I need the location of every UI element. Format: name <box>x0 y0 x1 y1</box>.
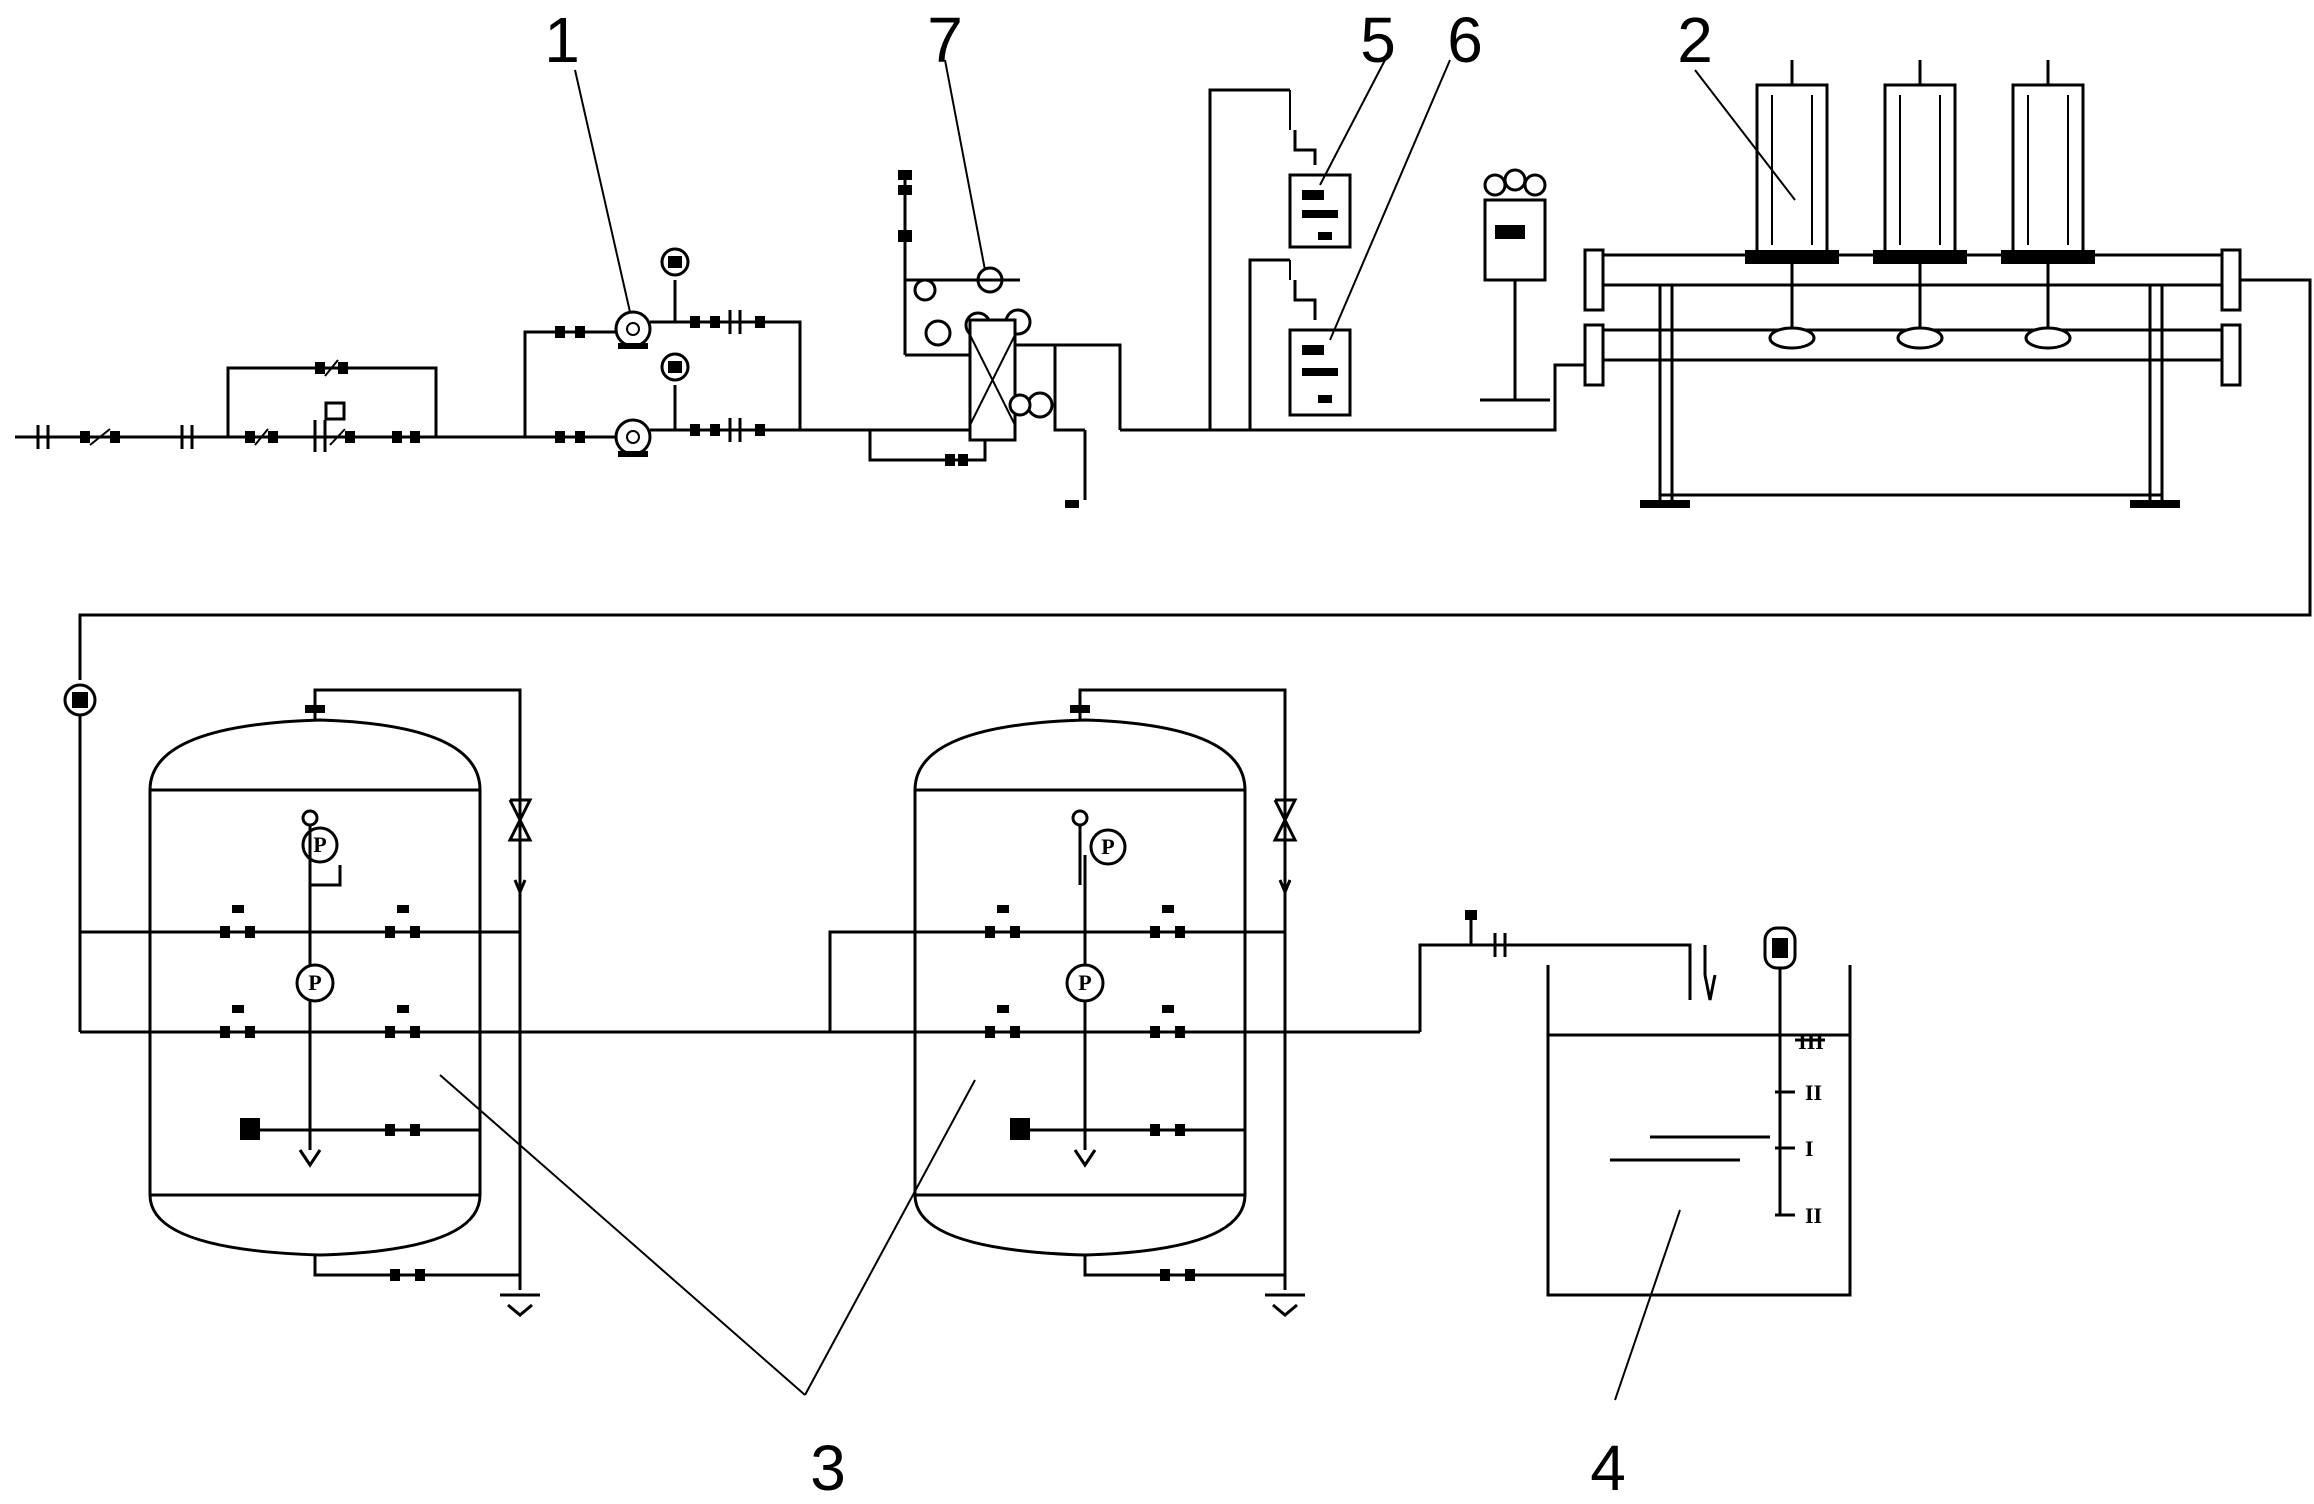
main-line-to-filters <box>1120 88 1590 432</box>
level-mark-middle: I <box>1805 1136 1814 1161</box>
level-mark-top: III <box>1798 1029 1824 1054</box>
level-mark-bottom: II <box>1805 1203 1822 1228</box>
pump-upper-icon <box>614 310 652 348</box>
callout-5: 5 <box>1360 4 1396 76</box>
dosing-unit <box>800 170 1122 508</box>
callout-labels: 1 2 3 4 5 6 7 <box>544 4 1713 1504</box>
pressure-gauge-label: P <box>1078 970 1091 995</box>
leader-lines <box>439 59 1796 1401</box>
filter-tank-1: P P <box>80 688 540 1317</box>
level-mark-upper: II <box>1805 1080 1822 1105</box>
pressure-gauge-label: P <box>1101 834 1114 859</box>
filter-unit-2 <box>1873 60 1967 350</box>
callout-3: 3 <box>810 1432 846 1504</box>
filter-unit-3 <box>2001 60 2095 350</box>
pump-group <box>523 247 802 457</box>
filter-unit-1 <box>1745 60 1839 350</box>
clear-water-tank: III II I II <box>1546 926 1852 1297</box>
filter-rack <box>78 60 2312 680</box>
inlet-pipeline <box>15 359 525 452</box>
callout-1: 1 <box>544 4 580 76</box>
callout-4: 4 <box>1590 1432 1626 1504</box>
instrument-cabinet <box>1483 198 1547 282</box>
pressure-gauge-label: P <box>313 832 326 857</box>
pump-lower-icon <box>614 418 652 456</box>
pressure-gauge-label: P <box>308 970 321 995</box>
filter-tank-2: P P <box>830 688 1305 1317</box>
callout-2: 2 <box>1677 4 1713 76</box>
callout-6: 6 <box>1447 4 1483 76</box>
callout-7: 7 <box>927 4 963 76</box>
